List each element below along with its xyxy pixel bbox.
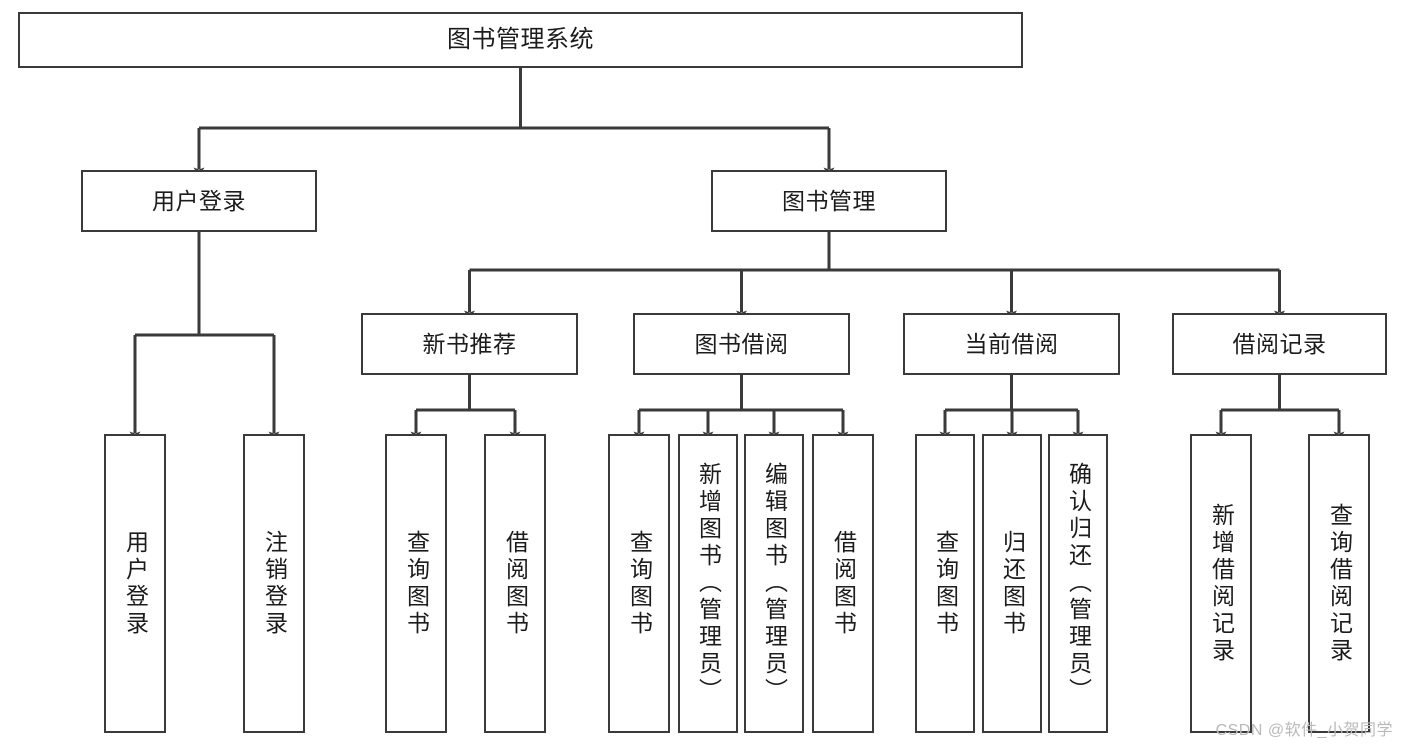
node-label: 查询图书 — [403, 529, 430, 638]
node-leaf-query2[interactable]: 查询图书 — [608, 434, 670, 733]
node-root[interactable]: 图书管理系统 — [18, 12, 1023, 68]
node-label: 查询借阅记录 — [1326, 502, 1353, 665]
node-leaf-return[interactable]: 归还图书 — [982, 434, 1042, 733]
node-login[interactable]: 用户登录 — [81, 170, 317, 232]
node-label: 注销登录 — [261, 529, 288, 638]
node-label: 图书管理系统 — [447, 26, 594, 54]
node-leaf-confirm[interactable]: 确认归还（管理员） — [1048, 434, 1108, 733]
node-label: 借阅记录 — [1232, 330, 1327, 357]
node-label: 查询图书 — [932, 529, 959, 638]
node-current[interactable]: 当前借阅 — [903, 313, 1120, 375]
node-label: 借阅图书 — [830, 529, 857, 638]
node-label: 用户登录 — [152, 187, 246, 214]
node-label: 确认归还（管理员） — [1065, 462, 1092, 705]
node-label: 归还图书 — [999, 529, 1026, 638]
node-label: 新书推荐 — [422, 330, 517, 357]
node-label: 新增图书（管理员） — [695, 462, 722, 705]
node-label: 查询图书 — [626, 529, 653, 638]
node-label: 图书借阅 — [694, 330, 789, 357]
node-leaf-login[interactable]: 用户登录 — [104, 434, 166, 733]
node-leaf-borrow1[interactable]: 借阅图书 — [484, 434, 546, 733]
node-leaf-edit[interactable]: 编辑图书（管理员） — [744, 434, 804, 733]
node-leaf-query1[interactable]: 查询图书 — [385, 434, 447, 733]
node-leaf-queryrec[interactable]: 查询借阅记录 — [1308, 434, 1370, 733]
node-leaf-addrec[interactable]: 新增借阅记录 — [1190, 434, 1252, 733]
node-bookmgmt[interactable]: 图书管理 — [711, 170, 947, 232]
node-label: 用户登录 — [122, 529, 149, 638]
node-newbook[interactable]: 新书推荐 — [361, 313, 578, 375]
node-label: 新增借阅记录 — [1208, 502, 1235, 665]
node-borrow[interactable]: 图书借阅 — [633, 313, 850, 375]
node-records[interactable]: 借阅记录 — [1172, 313, 1387, 375]
node-leaf-add[interactable]: 新增图书（管理员） — [678, 434, 738, 733]
node-label: 图书管理 — [782, 187, 876, 214]
node-label: 借阅图书 — [502, 529, 529, 638]
node-leaf-logout[interactable]: 注销登录 — [243, 434, 305, 733]
node-label: 编辑图书（管理员） — [761, 462, 788, 705]
node-leaf-query3[interactable]: 查询图书 — [915, 434, 975, 733]
node-label: 当前借阅 — [964, 330, 1059, 357]
node-leaf-borrow2[interactable]: 借阅图书 — [812, 434, 874, 733]
